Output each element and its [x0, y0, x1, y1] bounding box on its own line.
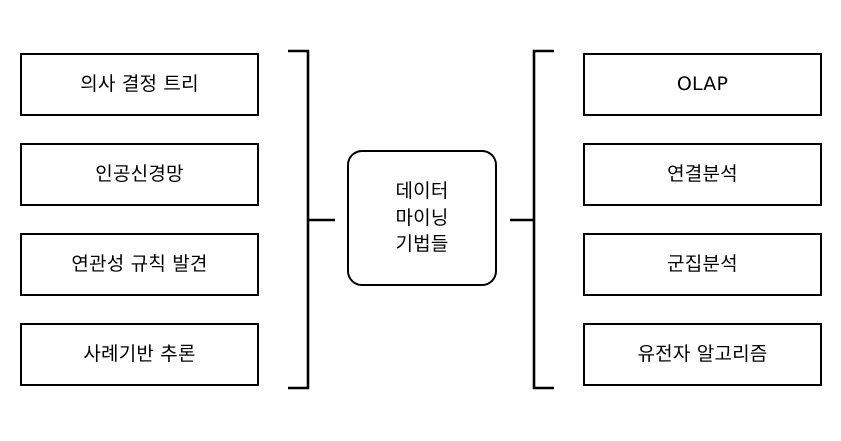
right-node-genetic-algorithm[interactable]: 유전자 알고리즘 [583, 323, 822, 386]
node-label: 인공신경망 [95, 162, 184, 185]
node-label: 군집분석 [667, 252, 738, 275]
left-node-neural-network[interactable]: 인공신경망 [20, 143, 259, 206]
left-node-association-rules[interactable]: 연관성 규칙 발견 [20, 233, 259, 296]
left-curly-brace-icon [288, 49, 335, 390]
left-node-decision-tree[interactable]: 의사 결정 트리 [20, 53, 259, 116]
left-node-case-based-reasoning[interactable]: 사례기반 추론 [20, 323, 259, 386]
center-label-line-2: 마이닝 [395, 206, 449, 229]
node-label: 연관성 규칙 발견 [71, 252, 208, 275]
right-node-link-analysis[interactable]: 연결분석 [583, 143, 822, 206]
right-node-olap[interactable]: OLAP [583, 53, 822, 116]
center-node-data-mining-techniques[interactable]: 데이터 마이닝 기법들 [347, 150, 497, 286]
center-label-line-1: 데이터 [395, 179, 449, 202]
right-curly-brace-icon [510, 49, 554, 390]
node-label: 의사 결정 트리 [80, 72, 199, 95]
center-label-line-3: 기법들 [395, 233, 449, 256]
node-label: 유전자 알고리즘 [637, 342, 768, 365]
node-label: 사례기반 추론 [83, 342, 196, 365]
node-label: 연결분석 [667, 162, 738, 185]
node-label: OLAP [676, 72, 729, 95]
right-node-cluster-analysis[interactable]: 군집분석 [583, 233, 822, 296]
